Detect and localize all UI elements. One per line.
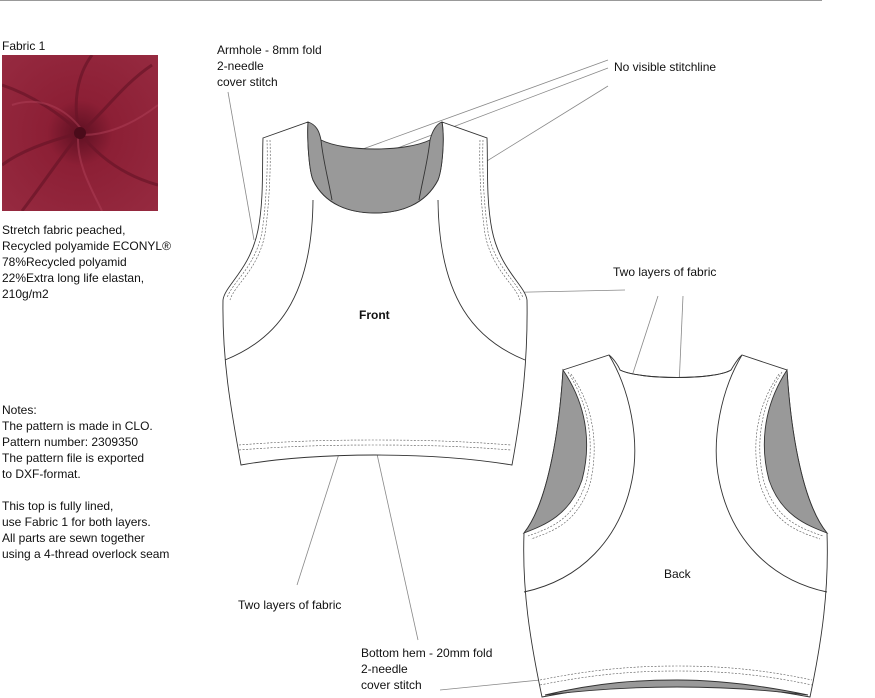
notes-block: Notes: The pattern is made in CLO. Pattern… [2, 402, 169, 562]
notes-line: The pattern file is exported [2, 451, 145, 465]
notes-line: Pattern number: 2309350 [2, 435, 139, 449]
notes-line: All parts are sewn together [2, 531, 145, 545]
fabric-description: Stretch fabric peached, Recycled polyamid… [2, 222, 171, 302]
fabric-desc-line: Recycled polyamide ECONYL® [2, 239, 171, 253]
callout-no-visible-stitchline: No visible stitchline [614, 60, 717, 74]
front-view [222, 121, 528, 466]
callout-two-layers-bottom: Two layers of fabric [238, 598, 342, 612]
notes-line: Notes: [2, 403, 37, 417]
front-lining-neck [307, 121, 444, 214]
notes-line: to DXF-format. [2, 467, 81, 481]
front-label: Front [359, 308, 390, 322]
fabric-desc-line: Stretch fabric peached, [2, 223, 126, 237]
callout-armhole: Armhole - 8mm fold 2-needle cover stitch [217, 43, 322, 89]
notes-line: using a 4-thread overlock seam [2, 547, 170, 561]
notes-line: This top is fully lined, [2, 499, 114, 513]
callout-bottom-hem: Bottom hem - 20mm fold 2-needle cover st… [361, 646, 493, 692]
notes-line: use Fabric 1 for both layers. [2, 515, 151, 529]
fabric-swatch-image [2, 55, 158, 211]
back-label: Back [664, 567, 691, 581]
top-divider [0, 0, 822, 1]
notes-line: The pattern is made in CLO. [2, 419, 153, 433]
callout-two-layers-right: Two layers of fabric [613, 265, 717, 279]
fabric-desc-line: 78%Recycled polyamid [2, 255, 127, 269]
back-view [522, 354, 829, 698]
fabric-desc-line: 22%Extra long life elastan, [2, 271, 145, 285]
fabric-desc-line: 210g/m2 [2, 287, 49, 301]
fabric-title: Fabric 1 [2, 39, 46, 53]
